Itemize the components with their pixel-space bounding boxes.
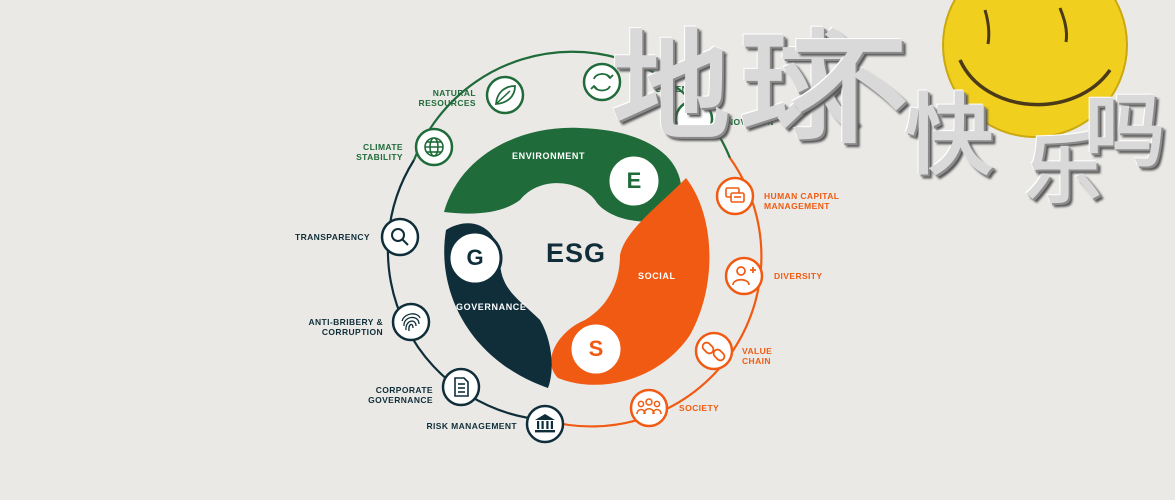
risk-management-label: RISK MANAGEMENT <box>426 421 517 431</box>
diversity-label: DIVERSITY <box>774 271 823 281</box>
esg-center-title: ESG <box>546 238 607 268</box>
environment-letter-disc <box>606 153 662 209</box>
governance-letter-disc <box>447 230 503 286</box>
human-capital-label: HUMAN CAPITAL MANAGEMENT <box>764 191 840 211</box>
governance-pillar-label: GOVERNANCE <box>456 302 527 312</box>
corporate-governance-label: CORPORATE GOVERNANCE <box>368 385 433 405</box>
magnifier-icon <box>391 228 409 246</box>
society-node <box>629 388 669 428</box>
innovation-node <box>674 99 714 139</box>
innovation-label: NOVATION <box>727 117 774 127</box>
document-icon <box>454 377 469 397</box>
chat-bubbles-icon <box>725 187 745 203</box>
natural-resources-node <box>485 75 525 115</box>
social-letter-disc <box>568 321 624 377</box>
social-letter: S <box>588 336 604 361</box>
anti-bribery-node <box>391 302 431 342</box>
fingerprint-icon <box>401 313 421 332</box>
natural-resources-label: NATURAL RESOURCES <box>418 88 476 108</box>
climate-stability-node <box>414 127 454 167</box>
overlay-char-2: 球 <box>740 18 859 156</box>
governance-letter: G <box>466 245 484 270</box>
smiley-face-icon <box>942 0 1128 138</box>
diversity-node <box>724 256 764 296</box>
overlay-char-3: 不 <box>790 22 909 160</box>
waste-management-label: E GEMENT <box>655 74 694 94</box>
transparency-node <box>380 217 420 257</box>
globe-icon <box>424 137 444 157</box>
climate-stability-label: CLIMATE STABILITY <box>356 142 403 162</box>
user-add-icon <box>732 266 756 286</box>
overlay-char-6: 吗 <box>1085 85 1165 178</box>
human-capital-node <box>715 176 755 216</box>
social-pillar-label: SOCIAL <box>638 271 676 281</box>
transparency-label: TRANSPARENCY <box>294 232 370 242</box>
overlay-char-5: 乐 <box>1025 125 1101 214</box>
chain-link-icon <box>701 341 726 362</box>
anti-bribery-label: ANTI-BRIBERY & CORRUPTION <box>308 317 383 337</box>
waste-management-node <box>582 62 622 102</box>
risk-management-node <box>525 404 565 444</box>
value-chain-label: VALUE CHAIN <box>742 346 773 366</box>
value-chain-node <box>694 331 734 371</box>
recycle-arrows-icon <box>590 73 614 92</box>
people-group-icon <box>636 398 662 415</box>
society-label: SOCIETY <box>679 403 720 413</box>
environment-pillar-label: ENVIRONMENT <box>512 151 586 161</box>
overlay-char-1: 地 <box>612 18 731 156</box>
bank-building-icon <box>535 414 555 433</box>
leaf-icon <box>495 85 516 105</box>
environment-letter: E <box>626 168 642 193</box>
overlay-char-4: 快 <box>905 84 994 187</box>
corporate-governance-node <box>441 367 481 407</box>
